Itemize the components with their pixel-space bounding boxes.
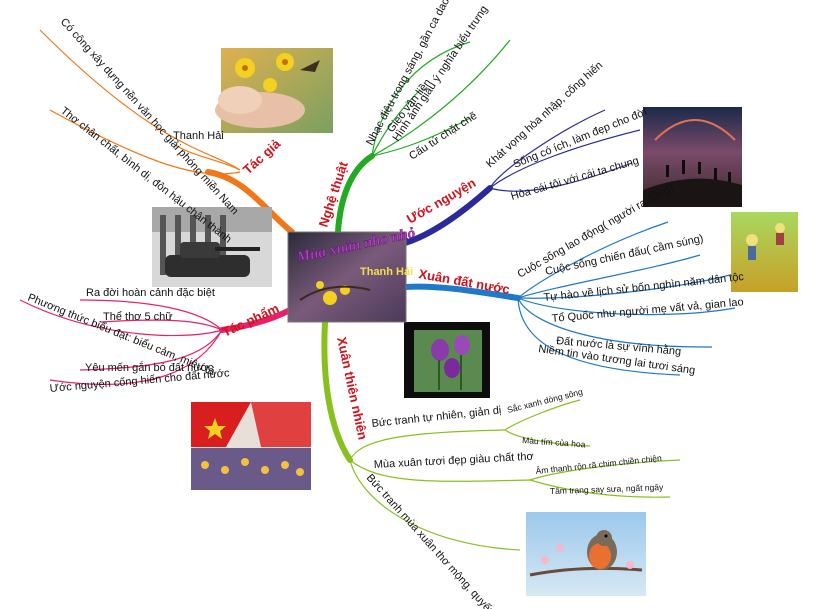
tac-pham-item: Thể thơ 5 chữ (103, 311, 173, 323)
branch-lines-uoc-nguyen (402, 109, 641, 246)
robin-bird-image (526, 512, 646, 596)
branch-label-uoc-nguyen: Ước nguyện (404, 175, 478, 227)
xuan-thien-nhien-group: Mùa xuân tươi đẹp giàu chất thơ (374, 451, 534, 471)
xuan-thien-nhien-group: Bức tranh tự nhiên, giản dị (371, 404, 502, 430)
center-topic: Mùa xuân nho nhỏ Thanh Hải (287, 225, 417, 323)
purple-flowers-image (404, 322, 490, 398)
xuan-dat-nuoc-item: Tổ Quốc như người mẹ vất vả, gian lao (551, 296, 744, 325)
sunset-silhouettes-image (643, 107, 742, 207)
branch-label-tac-gia: Tác giả (240, 136, 284, 178)
xuan-thien-nhien-item: Màu tím của hoa (522, 435, 586, 449)
tac-pham-item: Yêu mến gắn bó đất nước (85, 361, 214, 374)
tac-pham-item: Ra đời hoàn cảnh đặc biệt (86, 287, 215, 299)
branch-lines-tac-gia (39, 29, 295, 235)
branch-lines-tac-pham (19, 299, 293, 385)
rice-field-image (731, 212, 798, 292)
xuan-thien-nhien-item: Tâm trạng say sưa, ngất ngây (550, 482, 664, 496)
xuan-thien-nhien-group: Bức tranh mùa xuân thơ mộng, quyến rũ (364, 472, 506, 609)
tank-image (152, 207, 272, 287)
center-subtitle: Thanh Hải (360, 266, 413, 278)
xuan-thien-nhien-item: Sắc xanh dòng sông (506, 386, 584, 415)
tac-gia-item: Thanh Hải (173, 130, 224, 142)
branch-lines-nghe-thuat (335, 39, 511, 235)
branch-label-xuan-thien-nhien: Xuân thiên nhiên (334, 336, 370, 442)
festival-image (191, 402, 311, 490)
tac-gia-item: Có công xây dựng nền văn học giải phóng … (58, 16, 241, 217)
branch-lines-xuan-thien-nhien (321, 319, 681, 551)
xuan-thien-nhien-item: Âm thanh rộn rã chim chiền chiện (535, 453, 662, 476)
branch-lines-xuan-dat-nuoc (402, 221, 736, 376)
apricot-blossom-image (215, 48, 333, 133)
